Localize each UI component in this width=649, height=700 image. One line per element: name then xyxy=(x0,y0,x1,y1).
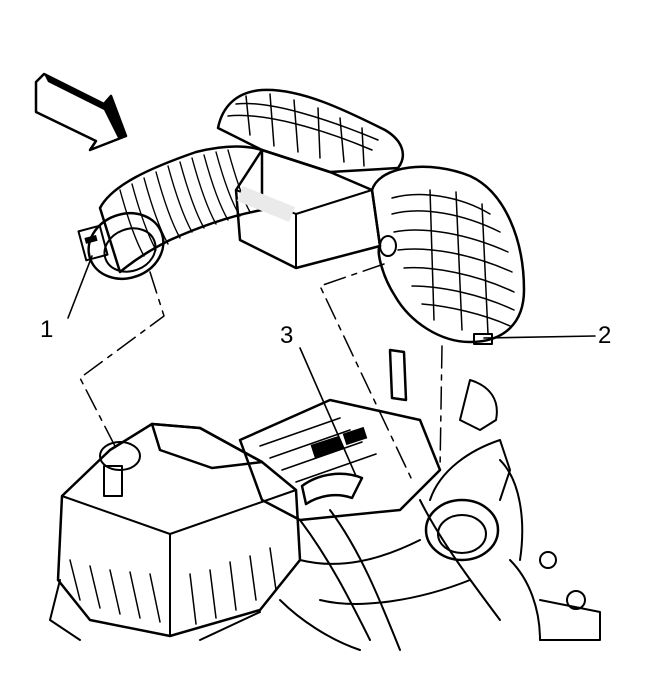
leader-lines xyxy=(67,255,596,481)
callout-2: 2 xyxy=(598,322,612,349)
front-resonator xyxy=(370,165,526,345)
leader-line-1 xyxy=(67,255,93,319)
center-line-hose xyxy=(79,271,165,453)
leader-line-3 xyxy=(299,347,357,477)
leader-line-2 xyxy=(483,335,596,339)
rear-resonator xyxy=(216,88,405,174)
view-arrow-icon xyxy=(34,72,128,152)
center-line-resonator xyxy=(439,345,443,471)
engine-assembly xyxy=(49,348,601,651)
center-line-box xyxy=(319,263,413,481)
air-cleaner-housing xyxy=(56,422,302,638)
intake-hose xyxy=(77,145,264,281)
callout-3: 3 xyxy=(280,322,294,349)
duct-box xyxy=(234,148,382,270)
callout-1: 1 xyxy=(40,316,54,343)
